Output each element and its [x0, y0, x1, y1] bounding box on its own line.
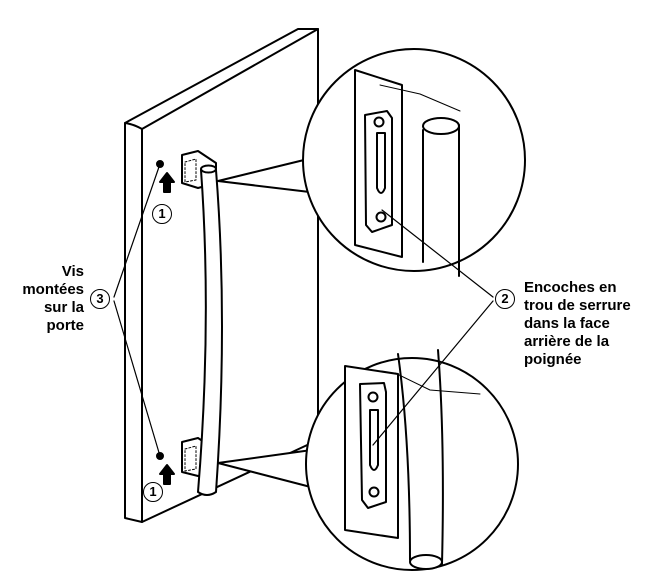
door-screws-line: porte — [46, 317, 85, 334]
door-screws-line: Vis — [61, 263, 84, 280]
callout-3: 3 — [90, 289, 110, 309]
door-screws-label: Vis montées sur la porte — [22, 263, 84, 335]
callout-1-upper: 1 — [152, 204, 172, 224]
keyhole-slots-line: dans la face — [524, 315, 610, 332]
keyhole-slots-line: trou de serrure — [524, 297, 631, 314]
keyhole-slots-line: arrière de la — [524, 333, 610, 350]
upper-detail-circle — [302, 48, 526, 277]
upper-arrow-icon — [159, 172, 175, 193]
door-handle — [197, 164, 223, 496]
door-screws-line: sur la — [43, 299, 84, 316]
leader-lines — [113, 163, 494, 457]
door-screws-line: montées — [22, 281, 84, 298]
callout-1-lower: 1 — [143, 482, 163, 502]
keyhole-slots-line: Encoches en — [524, 279, 617, 296]
lower-arrow-icon — [159, 464, 175, 485]
keyhole-slots-line: poignée — [524, 351, 582, 368]
callout-2: 2 — [495, 289, 515, 309]
keyhole-slots-label: Encoches en trou de serrure dans la face… — [524, 279, 631, 369]
lower-detail-circle — [305, 349, 519, 571]
